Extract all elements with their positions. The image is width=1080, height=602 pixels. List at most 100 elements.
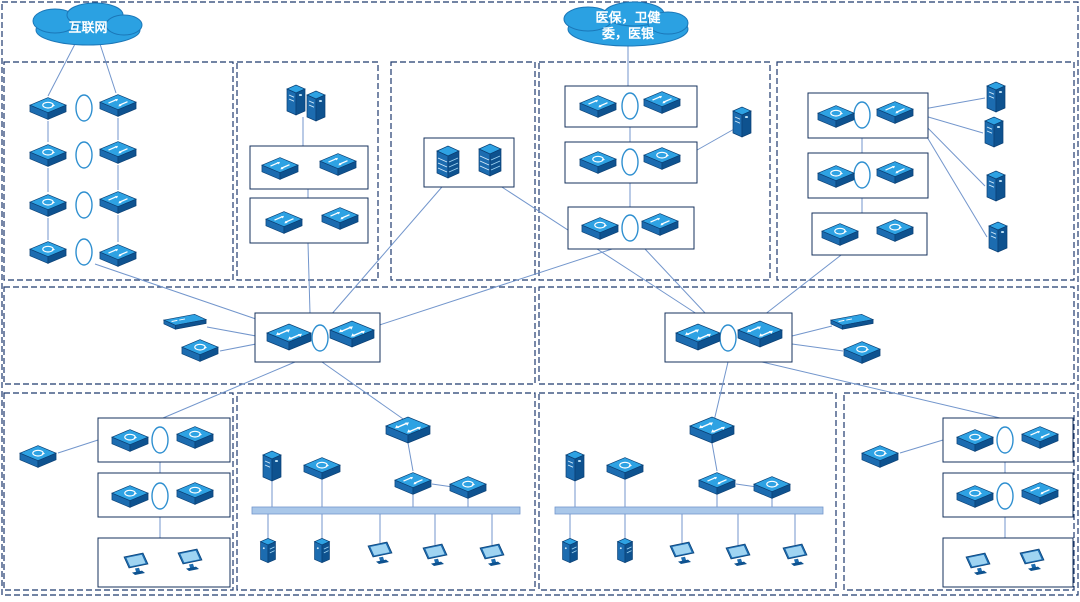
zone-lan-right	[538, 392, 837, 591]
connection-line	[713, 361, 729, 422]
lb-icon	[753, 475, 791, 499]
gov-cloud: 医保，卫健 委，医银	[563, 1, 689, 47]
cloud-shape	[105, 14, 143, 36]
connection-line	[761, 361, 1001, 419]
edge-firewall-icon	[29, 96, 67, 120]
ha-link-ellipse	[151, 426, 169, 454]
connection-line	[431, 483, 454, 488]
ha-link-ellipse	[621, 214, 639, 242]
switch-icon	[698, 471, 736, 496]
server-icon	[732, 106, 752, 138]
switch-icon	[394, 471, 432, 496]
edge-router-icon	[99, 93, 137, 118]
server-icon	[986, 81, 1006, 113]
ha-link-ellipse	[996, 482, 1014, 510]
server-icon	[988, 221, 1008, 253]
lb-icon	[19, 444, 57, 468]
host-icon	[260, 537, 276, 564]
workstation-icon	[367, 541, 393, 565]
ha-link-ellipse	[996, 426, 1014, 454]
connection-line	[917, 121, 988, 238]
distribution-switch-right	[689, 416, 735, 444]
connection-line	[206, 326, 257, 337]
internet-cloud: 互联网	[32, 2, 143, 46]
device-group-box	[942, 537, 1074, 588]
connection-line	[917, 113, 984, 134]
lb-icon	[303, 456, 341, 480]
ha-link-ellipse	[151, 482, 169, 510]
lb-icon	[843, 340, 881, 364]
server-icon	[984, 116, 1004, 148]
connection-line	[917, 97, 986, 111]
firewall-icon	[436, 145, 460, 179]
connection-line	[307, 242, 311, 314]
zone-server-farm-left	[3, 392, 234, 591]
ha-link-ellipse	[75, 94, 93, 122]
distribution-switch-left	[385, 416, 431, 444]
connection-line	[735, 483, 758, 488]
switch-icon	[99, 190, 137, 215]
ha-link-ellipse	[621, 92, 639, 120]
security-appliance-icon	[163, 313, 207, 330]
server-icon	[286, 84, 306, 116]
server-icon	[262, 450, 282, 482]
ha-link-ellipse	[75, 238, 93, 266]
workstation-icon	[725, 543, 751, 567]
server-icon	[306, 90, 326, 122]
ha-link-ellipse	[75, 141, 93, 169]
lan-bus-bar	[251, 506, 521, 515]
lb-icon	[449, 475, 487, 499]
zone-lan-left	[236, 392, 536, 591]
lb-icon	[29, 240, 67, 264]
switch-icon	[99, 243, 137, 268]
lb-icon	[181, 338, 219, 362]
lb-icon	[29, 193, 67, 217]
cloud-shape	[647, 11, 689, 35]
bus-layer	[251, 506, 824, 515]
internet-cloud-label: 互联网	[68, 20, 107, 35]
zone-dmz-2	[390, 61, 536, 281]
connection-line	[644, 248, 707, 315]
connection-line	[791, 325, 833, 337]
workstation-icon	[422, 543, 448, 567]
connection-line	[354, 248, 613, 334]
zone-dmz-1	[236, 61, 379, 281]
server-icon	[565, 450, 585, 482]
connection-line	[791, 343, 844, 352]
zone-core-left	[3, 286, 536, 385]
connection-line	[321, 361, 407, 422]
lb-icon	[861, 444, 899, 468]
lan-bus-bar	[554, 506, 824, 515]
switch-icon	[99, 140, 137, 165]
zone-extranet-servers	[776, 61, 1075, 281]
server-icon	[986, 170, 1006, 202]
connection-line	[899, 439, 944, 454]
connection-line	[99, 43, 117, 94]
connection-line	[407, 442, 414, 472]
lb-icon	[29, 143, 67, 167]
ha-link-ellipse	[75, 191, 93, 219]
zone-server-farm-right	[843, 392, 1075, 591]
ha-ring-layer	[75, 92, 1014, 510]
connection-line	[917, 117, 986, 187]
firewall-icon	[478, 143, 502, 177]
host-icon	[617, 537, 633, 564]
ha-link-ellipse	[621, 148, 639, 176]
lb-icon	[606, 456, 644, 480]
connection-line	[711, 442, 718, 472]
connection-line	[162, 361, 296, 419]
host-icon	[562, 537, 578, 564]
host-icon	[314, 537, 330, 564]
connection-line	[763, 251, 846, 316]
connection-line	[329, 179, 449, 317]
workstation-icon	[669, 541, 695, 565]
workstation-icon	[479, 543, 505, 567]
connection-line	[57, 439, 99, 454]
link-layer	[47, 43, 1006, 545]
zone-extranet-edge	[538, 61, 771, 281]
connection-line	[47, 43, 76, 97]
